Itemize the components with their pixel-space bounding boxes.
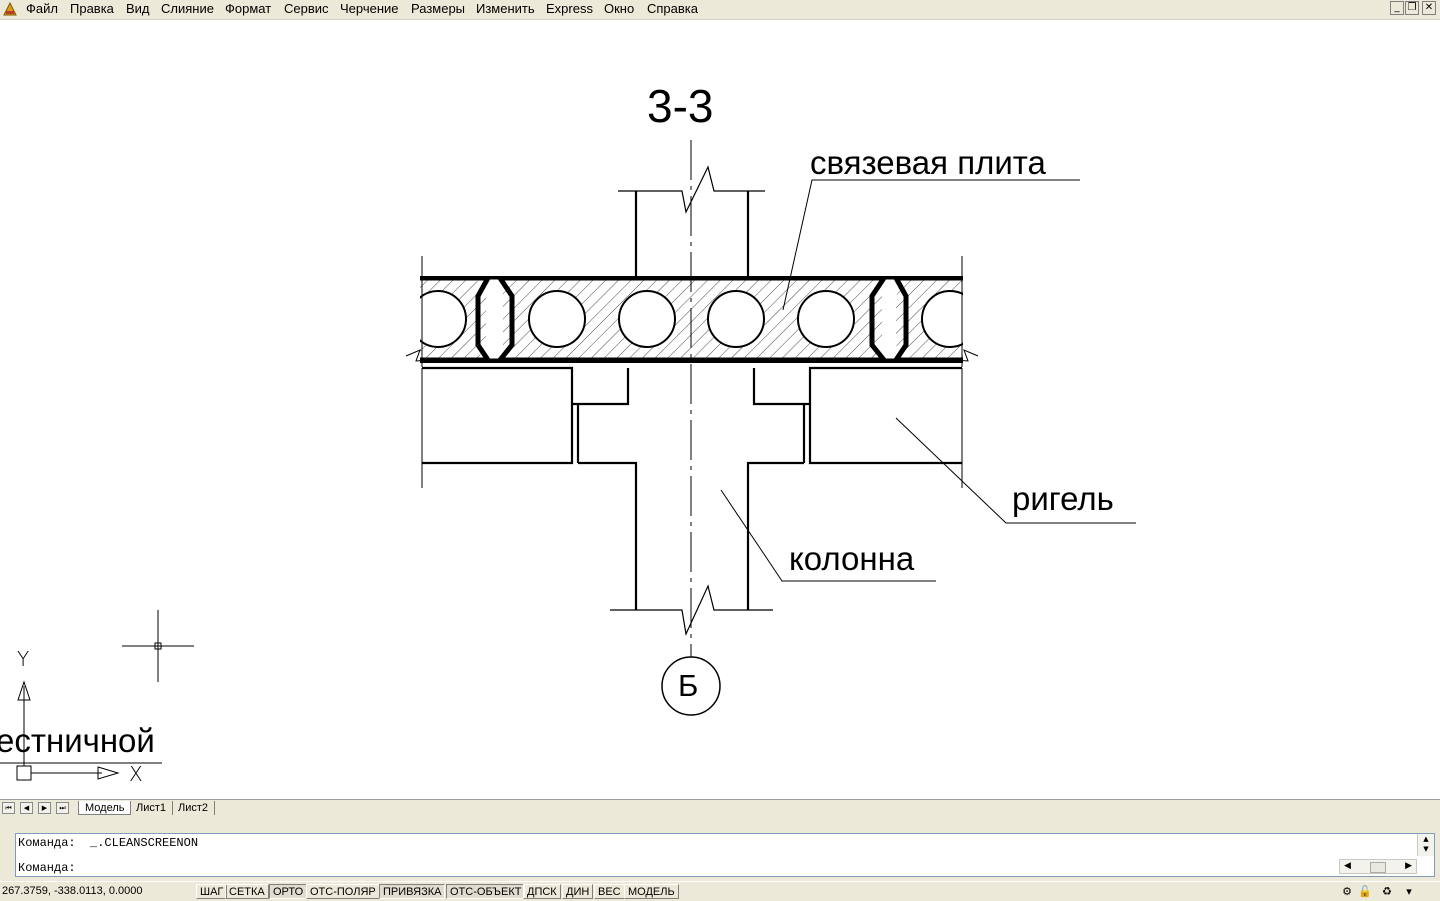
drawing-canvas[interactable]: 3-3 связевая плита ригель колонна Б естн… [0, 20, 1440, 799]
command-hscroll[interactable]: ◀ ▶ [1339, 859, 1417, 874]
label-slab: связевая плита [810, 144, 1046, 181]
coordinates-readout[interactable]: 267.3759, -338.0113, 0.0000 [2, 885, 143, 897]
tab-nav-prev-button[interactable]: ◀ [20, 802, 33, 814]
section-title: 3-3 [647, 80, 714, 132]
status-grid-button[interactable]: СЕТКА [225, 884, 269, 899]
layout-tabs-bar: ⏮ ◀ ▶ ⏭ Модель Лист1 Лист2 [0, 799, 1440, 817]
status-model-button[interactable]: МОДЕЛЬ [624, 884, 679, 899]
status-snap-button[interactable]: ШАГ [196, 884, 228, 899]
menu-window[interactable]: Окно [604, 1, 635, 16]
menu-format[interactable]: Формат [225, 1, 272, 16]
slab-break-lines [405, 256, 979, 367]
command-window: Команда: _.CLEANSCREENON Команда: ▲ ▼ ◀ … [0, 831, 1440, 881]
axis-bubble [661, 656, 721, 716]
lock-icon[interactable]: 🔓 [1358, 885, 1372, 898]
scroll-left-icon[interactable]: ◀ [1344, 861, 1351, 871]
command-prompt[interactable]: Команда: [18, 861, 76, 875]
tab-nav-first-button[interactable]: ⏮ [2, 802, 15, 814]
scroll-up-icon[interactable]: ▲ [1423, 835, 1429, 843]
partial-text: естничной [0, 722, 155, 759]
scroll-down-icon[interactable]: ▼ [1423, 845, 1429, 853]
leader-lines [720, 179, 1136, 582]
communication-center-icon[interactable]: ⚙ [1342, 885, 1352, 898]
tab-sheet1[interactable]: Лист1 [130, 801, 174, 815]
status-lwt-button[interactable]: ВЕС [594, 884, 625, 899]
beam-break-lines [421, 368, 963, 488]
drawing-svg [0, 140, 1136, 781]
menu-dimension[interactable]: Размеры [411, 1, 466, 16]
ucs-y-label: Y [17, 647, 30, 671]
restore-button[interactable]: ❐ [1405, 1, 1419, 15]
menu-draw[interactable]: Черчение [340, 1, 399, 16]
status-menu-arrow-icon[interactable]: ▾ [1406, 885, 1412, 898]
menu-express[interactable]: Express [546, 1, 593, 16]
autocad-app-icon[interactable] [3, 2, 17, 16]
hollow-core-slab [420, 276, 963, 363]
beam-left [422, 366, 630, 465]
tab-nav-next-button[interactable]: ▶ [38, 802, 51, 814]
command-area[interactable]: Команда: _.CLEANSCREENON Команда: ▲ ▼ ◀ … [15, 833, 1435, 877]
minimize-button[interactable]: _ [1390, 1, 1404, 15]
tab-nav-last-button[interactable]: ⏭ [56, 802, 69, 814]
tab-model[interactable]: Модель [78, 801, 132, 815]
label-beam: ригель [1012, 480, 1114, 517]
menu-modify[interactable]: Изменить [476, 1, 535, 16]
menu-edit[interactable]: Правка [70, 1, 114, 16]
axis-marker-label: Б [678, 668, 699, 703]
status-osnap-button[interactable]: ПРИВЯЗКА [379, 884, 446, 899]
beam-right [752, 366, 962, 465]
status-ducs-button[interactable]: ДПСК [523, 884, 561, 899]
menu-merge[interactable]: Слияние [161, 1, 214, 16]
status-otrack-button[interactable]: ОТС-ОБЪЕКТ [446, 884, 526, 899]
crosshair-cursor [122, 610, 194, 682]
ucs-icon [16, 680, 120, 781]
scroll-thumb[interactable] [1370, 862, 1386, 873]
status-polar-button[interactable]: ОТС-ПОЛЯР [306, 884, 380, 899]
close-button[interactable]: ✕ [1422, 1, 1436, 15]
splitter-bar[interactable] [0, 817, 1440, 831]
menu-file[interactable]: Файл [26, 1, 58, 16]
label-column: колонна [789, 540, 915, 577]
command-history: Команда: _.CLEANSCREENON [18, 836, 199, 850]
tab-sheet2[interactable]: Лист2 [172, 801, 216, 815]
column-upper [618, 165, 765, 276]
menu-tools[interactable]: Сервис [284, 1, 329, 16]
scroll-right-icon[interactable]: ▶ [1405, 861, 1412, 871]
status-ortho-button[interactable]: ОРТО [269, 884, 308, 899]
command-vscroll[interactable]: ▲ ▼ [1417, 834, 1434, 856]
menu-bar: Файл Правка Вид Слияние Формат Сервис Че… [0, 0, 1440, 20]
menu-help[interactable]: Справка [647, 1, 698, 16]
status-bar: 267.3759, -338.0113, 0.0000 ШАГ СЕТКА ОР… [0, 881, 1440, 901]
menu-view[interactable]: Вид [126, 1, 150, 16]
column-lower [578, 461, 804, 637]
status-dyn-button[interactable]: ДИН [562, 884, 594, 899]
sync-icon[interactable]: ♻ [1382, 885, 1392, 898]
ucs-x-label: X [129, 762, 143, 786]
